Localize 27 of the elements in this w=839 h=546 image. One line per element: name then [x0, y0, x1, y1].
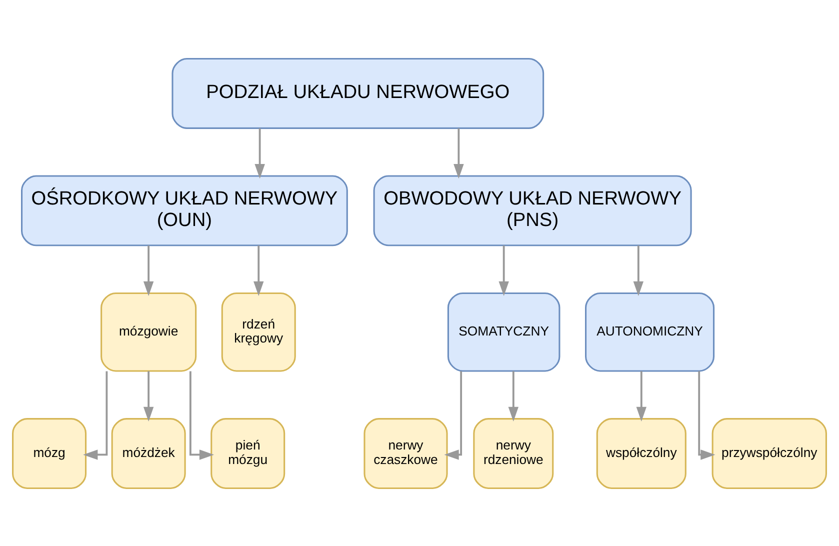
arrow — [498, 245, 509, 296]
node-box: mózg — [12, 418, 87, 488]
arrow — [143, 370, 154, 422]
arrow — [633, 245, 644, 296]
arrow — [636, 370, 646, 422]
node-box: OBWODOWY UKŁAD NERWOWY (PNS) — [373, 174, 692, 246]
node-box: AUTONOMICZNY — [585, 292, 715, 372]
arrow — [444, 370, 462, 460]
arrow — [508, 370, 519, 422]
node-box: móżdżek — [111, 418, 186, 488]
arrow — [254, 128, 265, 178]
arrow — [254, 245, 264, 296]
arrow — [698, 370, 716, 460]
node-box: pień mózgu — [210, 418, 286, 488]
arrow — [454, 128, 464, 178]
node-box: SOMATYCZNY — [447, 292, 560, 372]
node-box: nerwy czaszkowe — [364, 418, 448, 488]
node-box: rdzeń kręgowy — [221, 292, 296, 372]
node-box: PODZIAŁ UKŁADU NERWOWEGO — [172, 58, 544, 128]
node-box: OŚRODKOWY UKŁAD NERWOWY (OUN) — [21, 174, 348, 246]
node-box: współczólny — [596, 418, 686, 488]
node-box: nerwy rdzeniowe — [473, 418, 554, 488]
arrow — [83, 370, 108, 460]
node-box: mózgowie — [100, 292, 197, 372]
node-box: przywspółczólny — [712, 418, 827, 488]
arrow — [189, 370, 214, 460]
arrow — [143, 245, 154, 296]
